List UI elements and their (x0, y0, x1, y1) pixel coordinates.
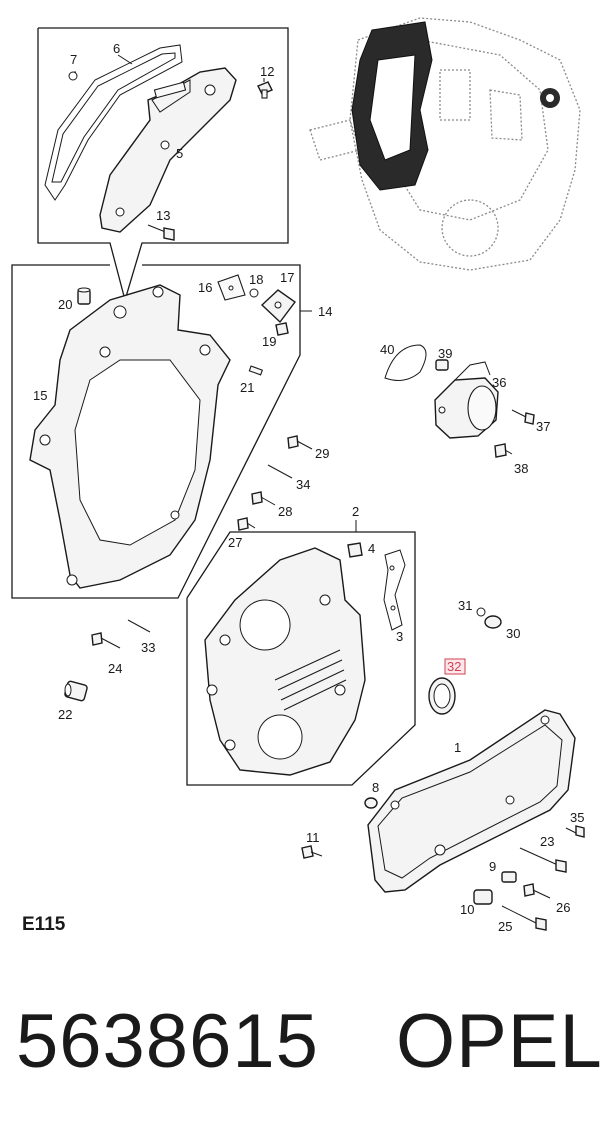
plug-30 (476, 607, 502, 629)
callout-23: 23 (540, 834, 554, 849)
callout-2: 2 (352, 504, 359, 519)
bolt-27 (237, 517, 256, 531)
callout-29: 29 (315, 446, 329, 461)
callout-22: 22 (58, 707, 72, 722)
bolt-19 (275, 322, 289, 336)
bolt-13 (147, 224, 175, 241)
sleeve-20 (77, 287, 91, 305)
callout-4: 4 (368, 541, 375, 556)
group-frame-top (37, 27, 289, 303)
callout-9: 9 (489, 859, 496, 874)
callout-10: 10 (460, 902, 474, 917)
callout-28: 28 (278, 504, 292, 519)
pin-21 (248, 365, 264, 376)
group-frame-mid (11, 264, 301, 599)
callout-15: 15 (33, 388, 47, 403)
front-cover-group (11, 264, 312, 599)
bolt-25 (501, 905, 547, 931)
callout-40: 40 (380, 342, 394, 357)
gasket-6 (44, 44, 183, 201)
callout-19: 19 (262, 334, 276, 349)
belt-40 (384, 344, 427, 381)
callout-35: 35 (570, 810, 584, 825)
oil-pan-cover-group (301, 607, 585, 931)
bolt-35 (565, 825, 585, 838)
bolt-24 (91, 632, 121, 649)
sleeve-22 (64, 680, 88, 702)
bolt-11 (301, 845, 323, 859)
callout-7: 7 (70, 52, 77, 67)
bolt-26 (523, 883, 551, 899)
callout-3: 3 (396, 629, 403, 644)
callout-34: 34 (296, 477, 310, 492)
seal-18 (249, 288, 259, 298)
water-pump-housing-5 (99, 67, 237, 233)
bolt-4 (347, 542, 363, 558)
group-frame-center (186, 531, 416, 786)
stud-33 (127, 619, 151, 633)
diagram-code: E115 (22, 914, 66, 935)
callout-20: 20 (58, 297, 72, 312)
bolt-12 (257, 81, 273, 99)
sleeve-39 (435, 359, 449, 371)
callout-5: 5 (176, 146, 183, 161)
callout-26: 26 (556, 900, 570, 915)
engine-overview-illustration (309, 17, 581, 271)
callout-37: 37 (536, 419, 550, 434)
bolt-29 (287, 435, 313, 450)
callout-12: 12 (260, 64, 274, 79)
callout-1: 1 (454, 740, 461, 755)
bolt-28 (251, 491, 276, 506)
cover-1 (367, 709, 576, 893)
callout-27: 27 (228, 535, 242, 550)
actuator-group (384, 344, 535, 458)
callout-21: 21 (240, 380, 254, 395)
callout-16: 16 (198, 280, 212, 295)
stud-34 (267, 464, 293, 479)
part-number: 5638615 (16, 999, 319, 1084)
callout-32: 32 (447, 659, 461, 674)
bolt-23 (519, 847, 567, 873)
callout-32-highlight (444, 658, 466, 675)
bolt-37 (511, 409, 535, 425)
gasket-16 (217, 274, 246, 301)
callout-labels: 6 7 12 5 13 16 18 17 14 20 19 21 15 29 3… (33, 41, 584, 934)
callout-17: 17 (280, 270, 294, 285)
callout-36: 36 (492, 375, 506, 390)
callout-11: 11 (306, 830, 320, 845)
actuator-36 (434, 361, 499, 439)
callout-6: 6 (113, 41, 120, 56)
seal-7 (68, 71, 78, 81)
callout-33: 33 (141, 640, 155, 655)
callout-8: 8 (372, 780, 379, 795)
callout-18: 18 (249, 272, 263, 287)
callout-30: 30 (506, 626, 520, 641)
callout-39: 39 (438, 346, 452, 361)
timing-cover-group (186, 520, 416, 786)
callout-38: 38 (514, 461, 528, 476)
callout-13: 13 (156, 208, 170, 223)
gasket-3 (383, 549, 406, 631)
brand-name: OPEL (396, 999, 600, 1084)
sleeve-10 (473, 889, 493, 905)
fasteners-left (64, 435, 313, 702)
callout-31: 31 (458, 598, 472, 613)
water-pump-housing-group (37, 27, 289, 303)
callout-14: 14 (318, 304, 332, 319)
bolt-38 (494, 443, 513, 458)
callout-24: 24 (108, 661, 122, 676)
seal-32 (428, 677, 456, 715)
nut-8 (364, 797, 378, 809)
callout-25: 25 (498, 919, 512, 934)
sleeve-9 (501, 871, 517, 883)
